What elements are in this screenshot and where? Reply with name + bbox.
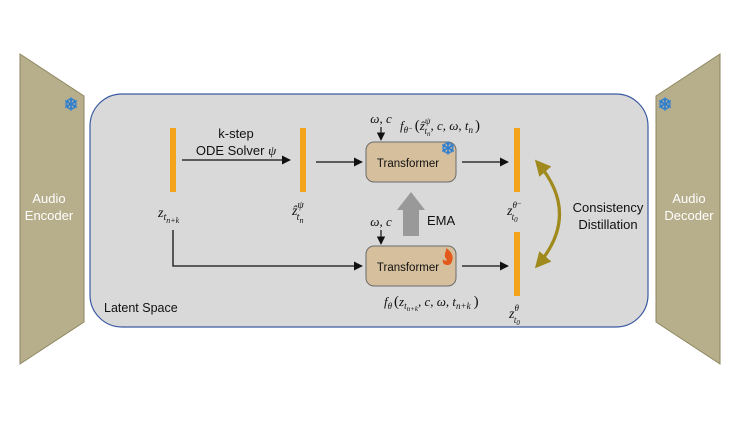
consistency-label-line2: Distillation xyxy=(578,217,637,232)
latent-space-label: Latent Space xyxy=(104,301,178,315)
student-condition-label: ω, c xyxy=(370,214,392,229)
input-to-student-arrow xyxy=(172,230,363,271)
latent-token-input xyxy=(170,128,176,192)
audio-encoder-label-line2: Encoder xyxy=(25,208,74,223)
audio-encoder-shape xyxy=(19,53,85,365)
latent-token-teacher-output xyxy=(514,128,520,192)
ema-update: EMA xyxy=(397,192,456,236)
teacher-transformer-label: Transformer xyxy=(377,158,439,170)
student-transformer: ω, c Transformer fθ(ztn+k, c, ω, tn+k) xyxy=(365,214,479,313)
latent-token-student-output xyxy=(514,232,520,296)
consistency-distillation-arrow xyxy=(534,159,562,269)
ema-arrow xyxy=(397,192,425,236)
flame-icon xyxy=(442,248,453,265)
audio-decoder-shape xyxy=(655,53,721,365)
teacher-transformer-box xyxy=(365,141,457,183)
latent-token-solver-output xyxy=(300,128,306,192)
teacher-condition-label: ω, c xyxy=(370,111,392,126)
ode-solver-label-line1: k-step xyxy=(218,126,253,141)
consistency-label-line1: Consistency xyxy=(573,200,644,215)
ema-label: EMA xyxy=(427,213,456,228)
audio-decoder-label-line1: Audio xyxy=(672,191,705,206)
audio-decoder-panel: Audio Decoder xyxy=(655,53,721,365)
audio-encoder-panel: Audio Encoder xyxy=(19,53,85,365)
z-teacher-output-label: zθ⁻t0 xyxy=(506,200,522,224)
audio-decoder-label-line2: Decoder xyxy=(664,208,714,223)
ode-solver-label-line2: ODE Solver ψ xyxy=(196,143,277,158)
student-formula: fθ(ztn+k, c, ω, tn+k) xyxy=(384,294,479,313)
audio-encoder-label-line1: Audio xyxy=(32,191,65,206)
student-transformer-box xyxy=(365,245,457,287)
student-transformer-label: Transformer xyxy=(377,262,439,274)
z-tnk-label: ztn+k xyxy=(157,206,180,225)
